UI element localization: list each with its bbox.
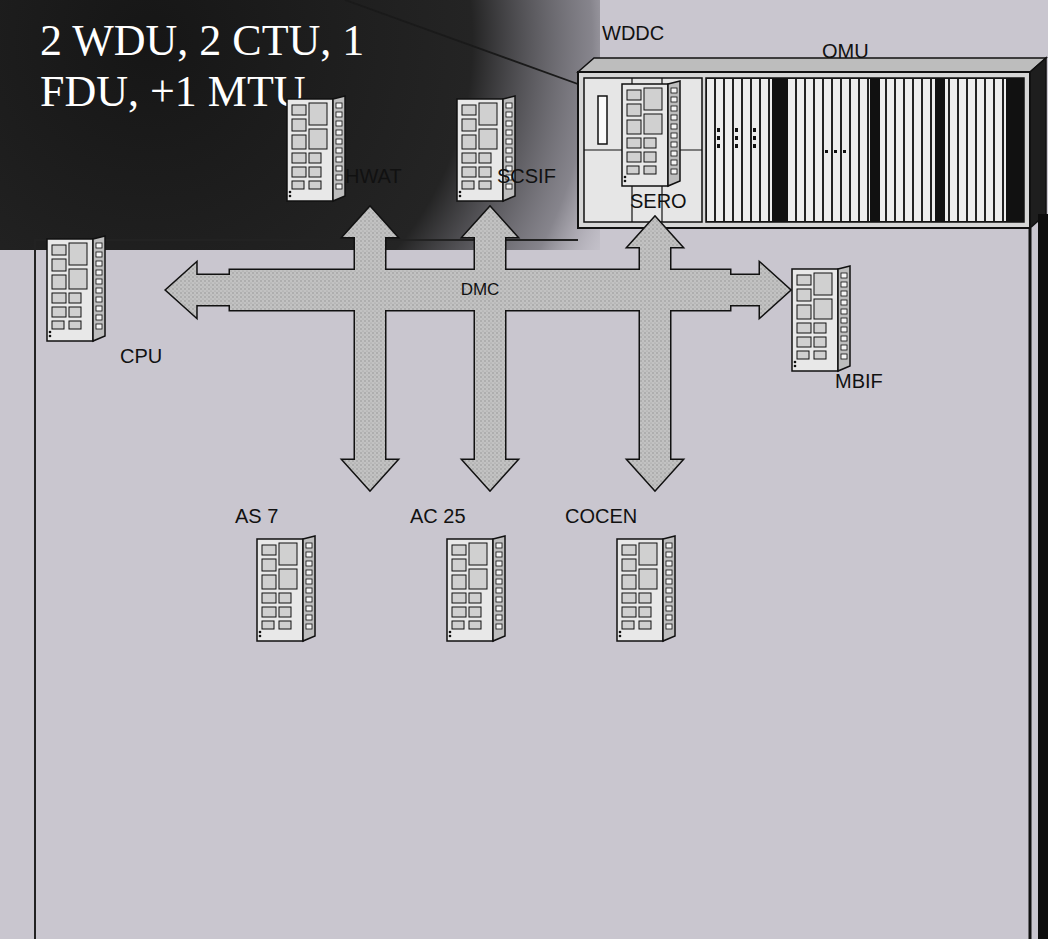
bus-band-outline <box>230 270 730 310</box>
enclosure-outline <box>35 240 578 939</box>
card-name: CPU <box>120 345 162 368</box>
connector-outline <box>463 207 517 273</box>
card-illustration <box>615 535 677 643</box>
unit-label: OMU <box>822 40 869 63</box>
card-illustration <box>622 81 680 186</box>
connector-fills <box>166 207 790 490</box>
bus-arrow <box>343 307 397 490</box>
circuit-card: CPU <box>45 235 166 370</box>
card-name: SERO <box>630 190 687 213</box>
circuit-card: HWAT <box>285 95 404 207</box>
unit-label: WDDC <box>602 22 664 45</box>
cabinet <box>578 58 1046 228</box>
card-illustration <box>287 96 345 201</box>
card-illustration <box>617 536 675 641</box>
overlay-note: 2 WDU, 2 CTU, 1 FDU, +1 MTU <box>40 16 460 117</box>
dark-overlay <box>0 0 600 250</box>
connector-outline <box>166 263 233 317</box>
connector-outline <box>628 307 682 490</box>
card-name: COCEN <box>565 505 637 528</box>
connector-outline <box>463 307 517 490</box>
circuit-card: SCSIF <box>455 95 558 207</box>
photo-edge <box>1038 214 1048 939</box>
card-illustration <box>257 536 315 641</box>
card-illustration <box>445 535 507 643</box>
connector-outline <box>343 207 397 273</box>
bus-band-fill <box>230 270 730 310</box>
bus-arrow <box>343 207 397 273</box>
bus-arrow <box>628 307 682 490</box>
connector-outlines <box>166 207 790 490</box>
card-name: AC 25 <box>410 505 466 528</box>
leader-line <box>345 0 600 92</box>
card-illustration <box>45 235 107 343</box>
bus-arrow <box>463 207 517 273</box>
card-name: MBIF <box>835 370 883 393</box>
circuit-card: COCEN <box>565 490 679 645</box>
circuit-card: AC 25 <box>410 490 509 645</box>
card-name: AS 7 <box>235 505 278 528</box>
card-illustration <box>285 95 347 203</box>
card-illustration <box>47 236 105 341</box>
circuit-card: SERO <box>620 80 689 217</box>
bus-band: DMC <box>230 270 730 310</box>
connector-outline <box>727 263 790 317</box>
card-illustration <box>255 535 317 643</box>
card-illustration <box>447 536 505 641</box>
connector-outline <box>628 217 682 273</box>
card-illustration <box>790 265 852 373</box>
bus-arrow <box>727 263 790 317</box>
card-name: SCSIF <box>497 165 556 188</box>
connector-outline <box>343 307 397 490</box>
enclosure-outline <box>1029 228 1032 939</box>
bus-arrow <box>166 263 233 317</box>
circuit-card: MBIF <box>790 265 885 395</box>
card-illustration <box>620 80 682 188</box>
bus-name: DMC <box>461 280 500 300</box>
card-name: HWAT <box>345 165 402 188</box>
circuit-card: AS 7 <box>235 490 402 645</box>
card-illustration <box>792 266 850 371</box>
bus-arrow <box>463 307 517 490</box>
bus-arrow <box>628 217 682 273</box>
